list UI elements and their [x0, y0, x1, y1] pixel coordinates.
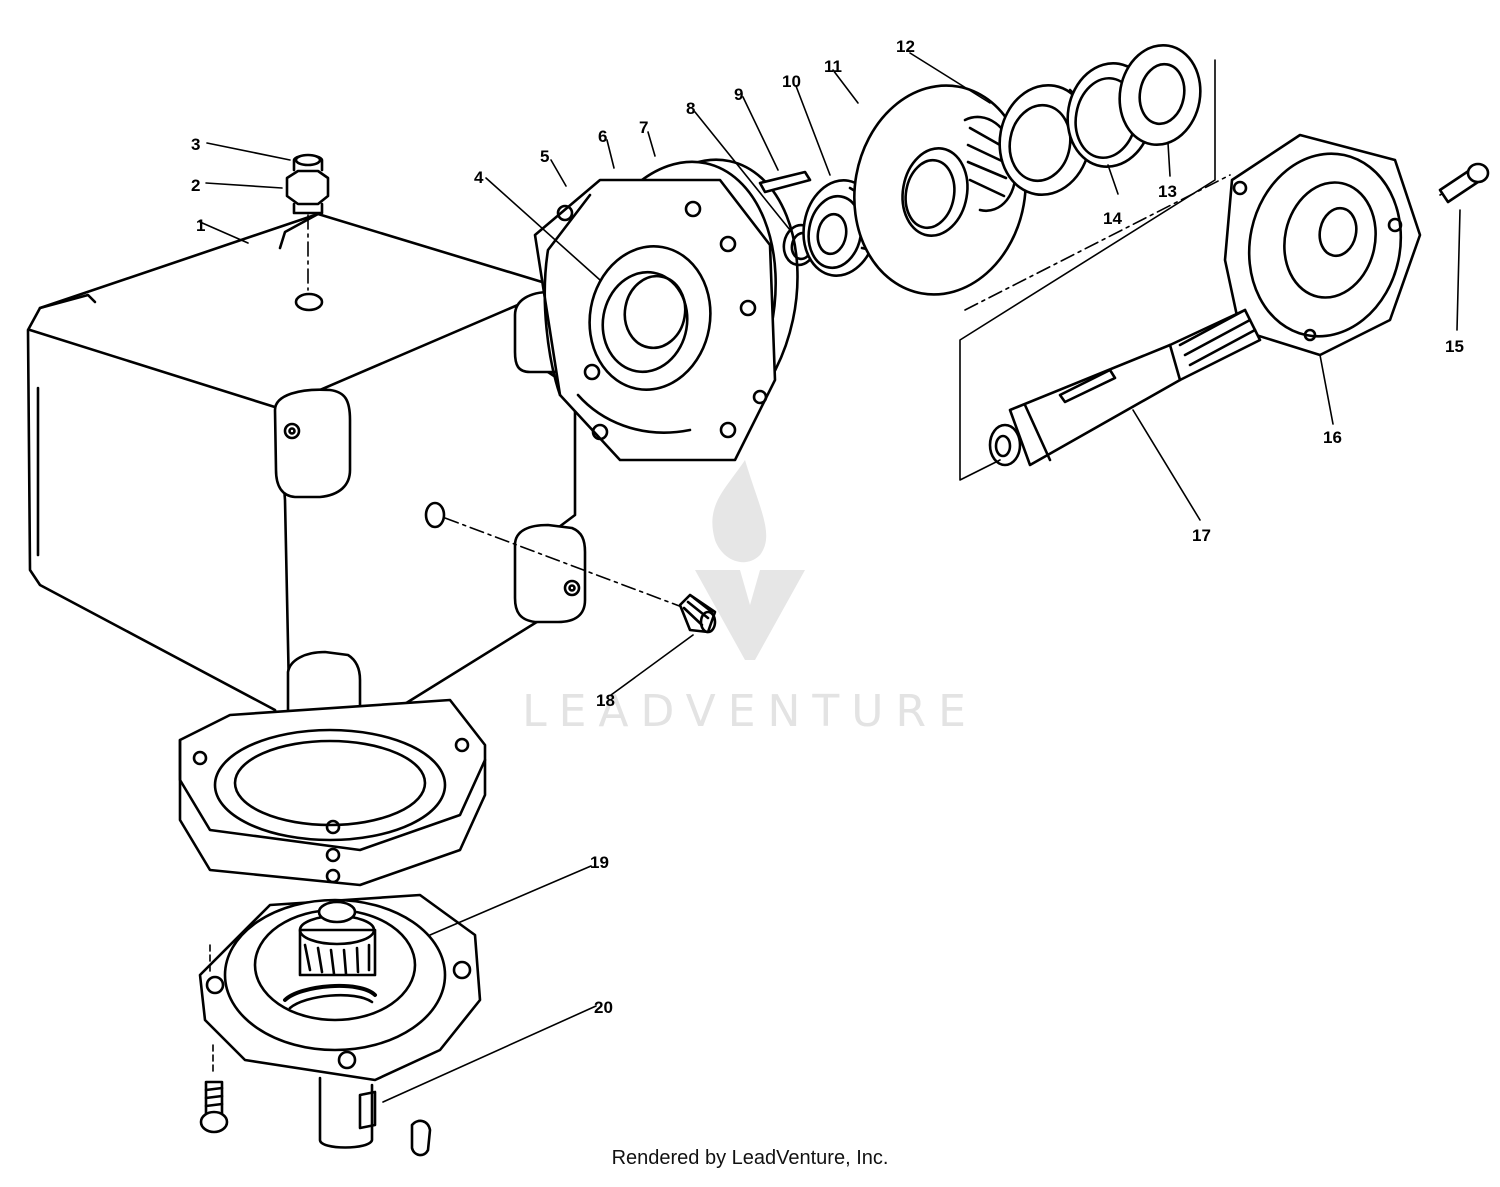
label-8: 8: [686, 99, 695, 118]
label-9: 9: [734, 85, 743, 104]
oil-seal: [1118, 43, 1202, 147]
label-11: 11: [824, 57, 842, 76]
label-5: 5: [540, 147, 549, 166]
label-6: 6: [598, 127, 607, 146]
reference-bracket: [959, 59, 1216, 481]
label-17: 17: [1192, 526, 1211, 545]
label-16: 16: [1323, 428, 1342, 447]
label-1: 1: [196, 216, 205, 235]
label-14: 14: [1103, 209, 1122, 228]
label-15: 15: [1445, 337, 1464, 356]
part-labels: 1 2 3 4 5 6 7 8 9 10 11 12 13 14 15 16 1…: [191, 37, 1464, 1017]
label-12: 12: [896, 37, 915, 56]
leader-lines: [199, 52, 1461, 1103]
label-18: 18: [596, 691, 615, 710]
credit-line: Rendered by LeadVenture, Inc.: [611, 1147, 889, 1169]
watermark-logo: [695, 460, 805, 660]
shaft-key: [758, 170, 812, 194]
label-13: 13: [1158, 182, 1177, 201]
grease-fitting: [285, 153, 330, 291]
gearbox-housing: [26, 212, 587, 762]
label-4: 4: [474, 168, 484, 187]
flange-and-gaskets: [533, 158, 799, 462]
label-3: 3: [191, 135, 200, 154]
lower-cover-assembly: [198, 893, 482, 1157]
label-2: 2: [191, 176, 200, 195]
cap-screw-bottom: [199, 1080, 229, 1134]
lower-gaskets: [178, 698, 487, 887]
label-7: 7: [639, 118, 648, 137]
cap-screw-right: [1438, 162, 1490, 204]
label-10: 10: [782, 72, 801, 91]
label-19: 19: [590, 853, 609, 872]
bearing-cap: [1223, 133, 1422, 357]
output-shaft: [988, 308, 1262, 467]
pipe-plug: [444, 517, 717, 634]
label-20: 20: [594, 998, 613, 1017]
watermark-text: LEADVENTURE: [522, 686, 978, 737]
